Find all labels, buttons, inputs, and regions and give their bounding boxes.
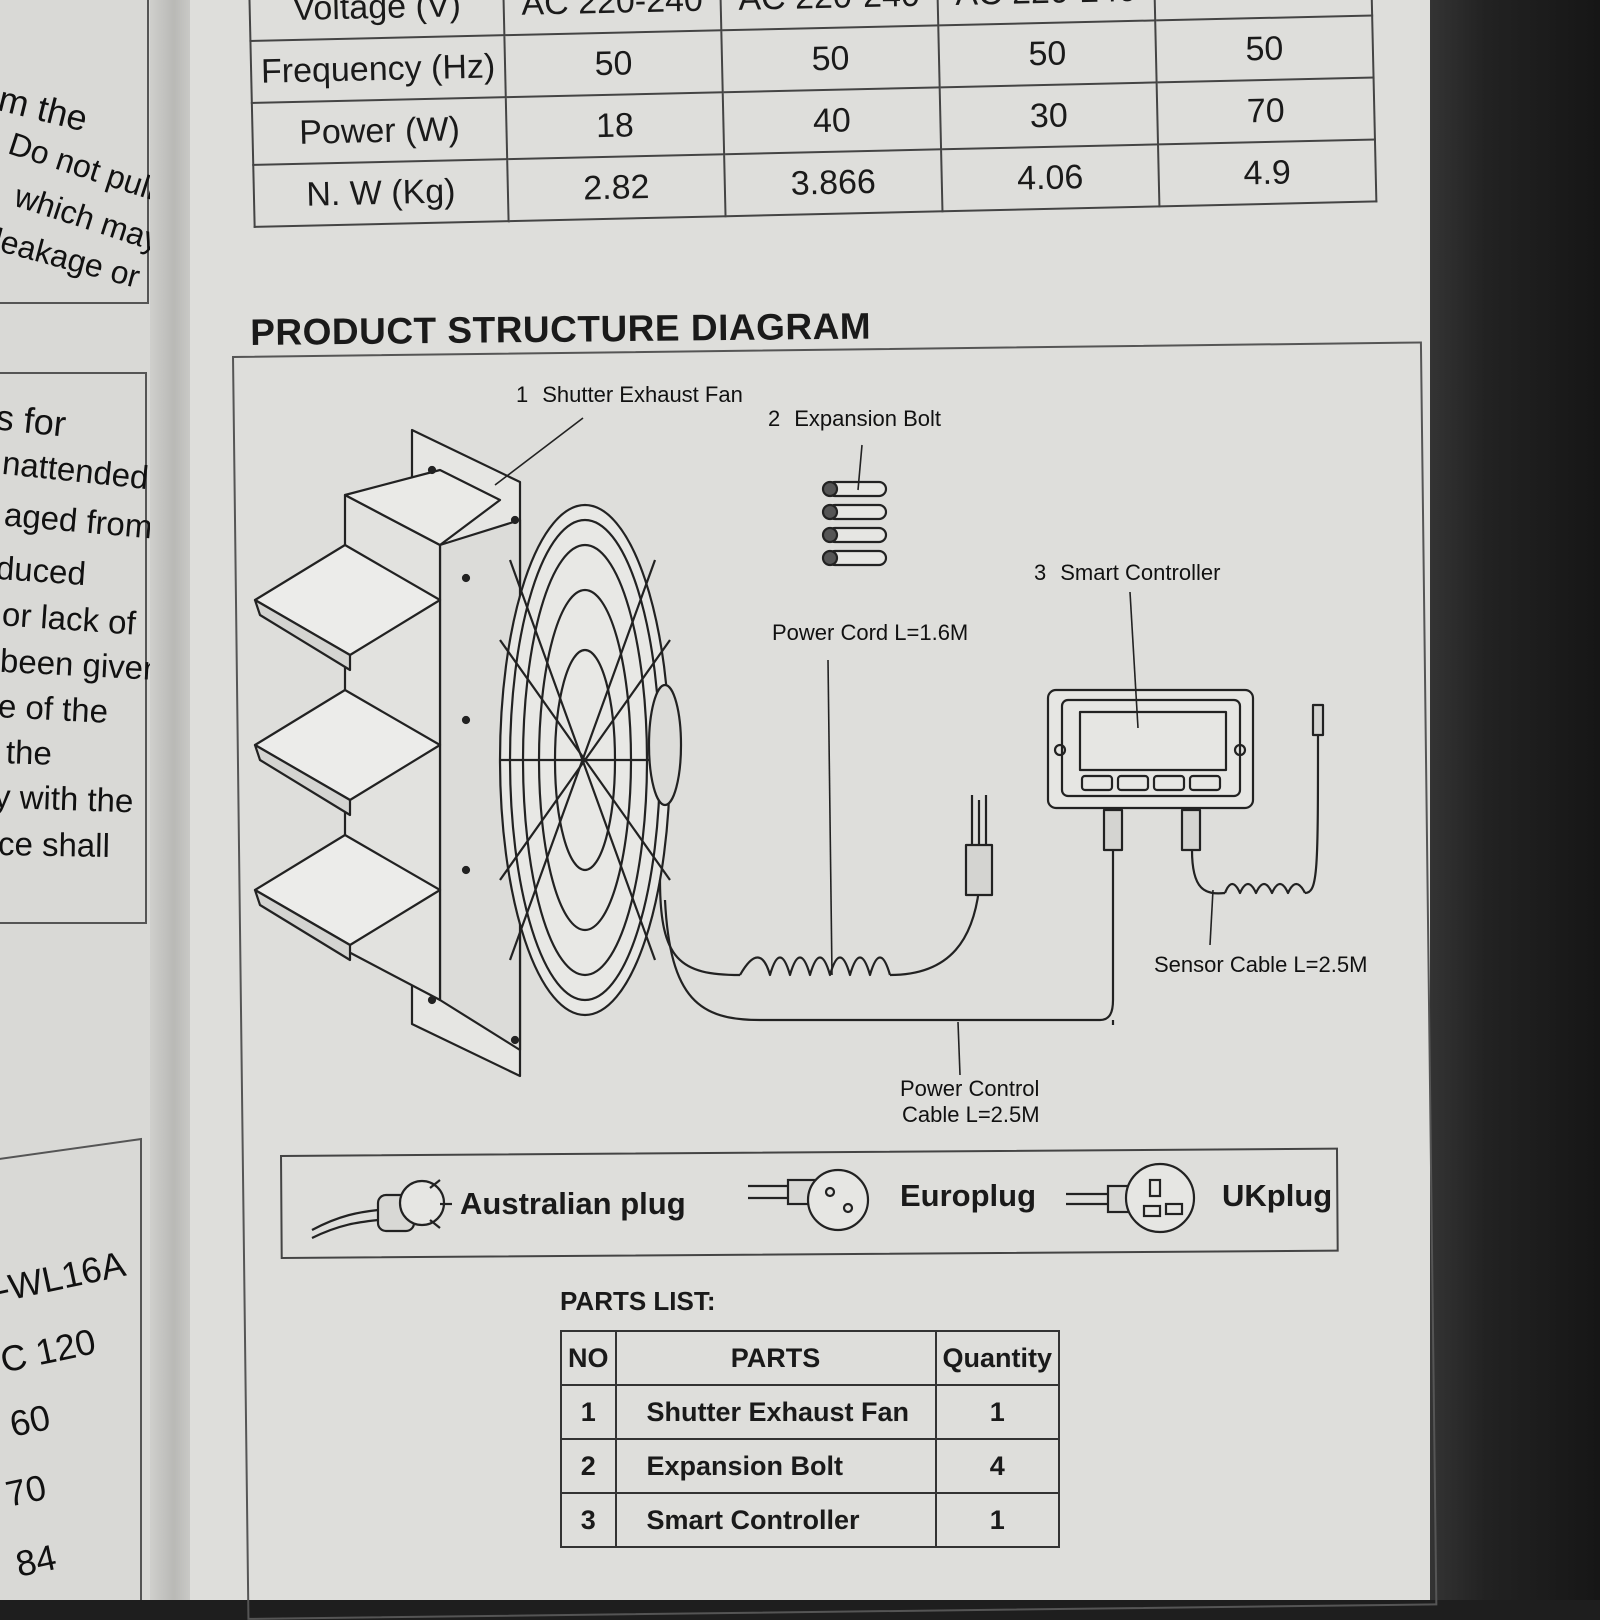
callout-power-cord: Power Cord L=1.6M [772,620,969,645]
cables-drawing [658,703,1325,1025]
callout-number: 2 [768,406,781,431]
callout-power-control-cable-length: Cable L=2.5M [902,1102,1040,1127]
part-number: 2 [560,1438,617,1494]
column-header-parts: PARTS [614,1330,937,1386]
shutter-fan-drawing [253,428,683,1078]
page-gutter [150,0,190,1600]
part-quantity: 4 [934,1438,1061,1494]
part-number: 1 [560,1384,617,1440]
parts-table: NO PARTS Quantity 1 Shutter Exhaust Fan … [560,1330,1061,1548]
table-row: 3 Smart Controller 1 [560,1492,1061,1548]
background-surface [1410,0,1600,1600]
uk-plug-label: UKplug [1222,1178,1333,1213]
left-page: m the Do not pull which may leakage or s… [0,0,175,1600]
europlug-label: Europlug [900,1178,1037,1213]
australian-plug-label: Australian plug [460,1186,686,1221]
left-text-box-top [0,0,149,304]
part-quantity: 1 [934,1492,1061,1548]
part-quantity: 1 [934,1384,1061,1440]
smart-controller-drawing [1046,688,1255,852]
part-number: 3 [560,1492,617,1548]
part-name: Expansion Bolt [614,1438,937,1494]
callout-label: Shutter Exhaust Fan [542,382,743,407]
uk-plug-icon [1066,1162,1196,1234]
callout-shutter-fan: 1 Shutter Exhaust Fan [516,382,743,408]
callout-expansion-bolt: 2 Expansion Bolt [768,406,941,432]
callout-label: Smart Controller [1060,560,1221,585]
callout-label: Expansion Bolt [794,406,942,431]
parts-list-heading: PARTS LIST: [560,1286,716,1316]
table-row: 2 Expansion Bolt 4 [560,1438,1061,1494]
callout-number: 3 [1034,560,1047,585]
column-header-quantity: Quantity [934,1330,1061,1386]
left-text-box-mid [0,372,147,924]
part-name: Shutter Exhaust Fan [614,1384,937,1440]
callout-sensor-cable: Sensor Cable L=2.5M [1154,952,1368,977]
expansion-bolts-drawing [821,480,888,567]
part-name: Smart Controller [614,1492,937,1548]
europlug-icon [748,1168,870,1232]
table-header-row: NO PARTS Quantity [560,1330,1061,1386]
australian-plug-icon [311,1179,452,1239]
callout-leaders [494,417,1214,1076]
callout-power-control-cable: Power Control [900,1076,1040,1101]
table-row: 1 Shutter Exhaust Fan 1 [560,1384,1061,1440]
column-header-no: NO [560,1330,617,1386]
callout-smart-controller: 3 Smart Controller [1034,560,1220,586]
callout-number: 1 [516,382,529,407]
